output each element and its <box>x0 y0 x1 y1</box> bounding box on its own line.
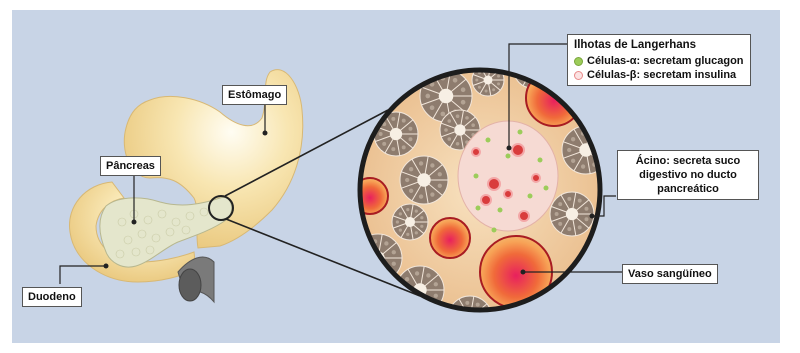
beta-cell <box>504 190 512 198</box>
alpha-cell <box>528 194 533 199</box>
alpha-cell <box>538 158 543 163</box>
legend-title: Ilhotas de Langerhans <box>574 38 744 52</box>
legend-islets: Ilhotas de Langerhans Células-α: secreta… <box>567 34 751 86</box>
label-blood-vessel: Vaso sangüíneo <box>622 264 718 284</box>
alpha-cell <box>474 174 479 179</box>
beta-cell <box>481 195 491 205</box>
legend-beta-text: Células-β: secretam insulina <box>587 68 736 82</box>
alpha-cell <box>486 138 491 143</box>
beta-cell <box>488 178 500 190</box>
acinus-cluster <box>392 204 428 240</box>
label-stomach: Estômago <box>222 85 287 105</box>
beta-cell <box>519 211 529 221</box>
acinus-cluster <box>400 156 448 204</box>
alpha-cell <box>498 208 503 213</box>
alpha-cell <box>492 228 497 233</box>
label-pancreas: Pâncreas <box>100 156 161 176</box>
acinus-cluster <box>586 96 614 124</box>
label-acinus: Ácino: secreta suco digestivo no ducto p… <box>617 150 759 200</box>
acinus-cluster <box>448 296 492 340</box>
magnified-tissue <box>352 52 616 340</box>
beta-cell-marker-icon <box>574 71 583 80</box>
alpha-cell <box>506 154 511 159</box>
islet <box>458 121 558 231</box>
acinus-cluster <box>550 192 594 236</box>
blood-vessel <box>352 178 388 214</box>
blood-vessel <box>430 218 470 258</box>
legend-row-beta: Células-β: secretam insulina <box>574 68 744 82</box>
alpha-cell-marker-icon <box>574 57 583 66</box>
legend-row-alpha: Células-α: secretam glucagon <box>574 54 744 68</box>
alpha-cell <box>518 130 523 135</box>
label-duodenum: Duodeno <box>22 287 82 307</box>
alpha-cell <box>544 186 549 191</box>
intestine-opening <box>179 269 201 301</box>
beta-cell <box>472 148 480 156</box>
alpha-cell <box>476 206 481 211</box>
legend-alpha-text: Células-α: secretam glucagon <box>587 54 744 68</box>
beta-cell <box>532 174 540 182</box>
beta-cell <box>512 144 524 156</box>
